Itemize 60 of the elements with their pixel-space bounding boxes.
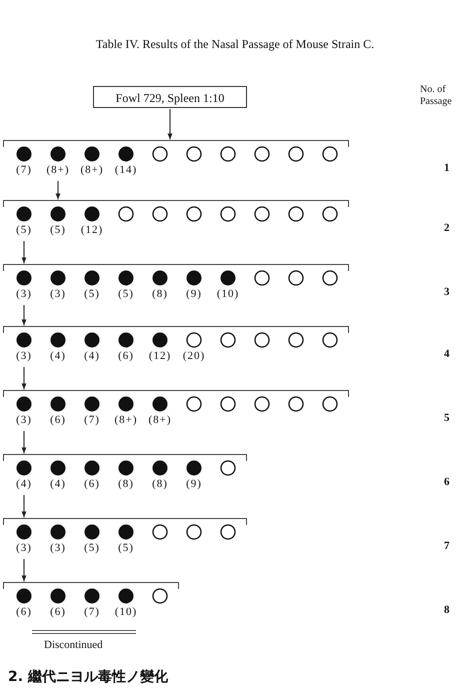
value-label: (6) (83, 477, 101, 491)
value-label: (10) (216, 287, 240, 301)
value-label: (7) (83, 413, 101, 427)
value-label: (8) (117, 477, 135, 491)
passage-number: 5 (444, 412, 450, 424)
value-label: (8+) (113, 413, 139, 427)
value-label: (6) (117, 349, 135, 363)
value-label: (4) (49, 349, 67, 363)
section-heading: 2. 繼代ニヨル毒性ノ變化 (8, 668, 168, 686)
passage-number: 6 (444, 476, 450, 488)
passage-number: 1 (444, 162, 450, 174)
value-label: (5) (83, 541, 101, 555)
value-label: (5) (117, 541, 135, 555)
value-label: (4) (49, 477, 67, 491)
value-label: (12) (80, 223, 104, 237)
arrow (56, 180, 60, 200)
value-label: (9) (185, 477, 203, 491)
value-label: (3) (15, 541, 33, 555)
value-label: (14) (114, 163, 138, 177)
column-header: No. of Passage (420, 84, 453, 108)
passage-number: 8 (444, 604, 450, 616)
value-label: (9) (185, 287, 203, 301)
value-label: (4) (83, 349, 101, 363)
table-title: Table IV. Results of the Nasal Passage of Mouse Strain C. (94, 36, 376, 52)
value-label: (6) (49, 605, 67, 619)
source-box: Fowl 729, Spleen 1:10 (93, 86, 247, 108)
value-label: (5) (49, 223, 67, 237)
value-label: (7) (15, 163, 33, 177)
value-label: (20) (182, 349, 206, 363)
value-label: (3) (15, 413, 33, 427)
value-label: (7) (83, 605, 101, 619)
passage-number: 4 (444, 348, 450, 360)
value-label: (4) (15, 477, 33, 491)
passage-number: 7 (444, 540, 450, 552)
value-label: (3) (49, 541, 67, 555)
value-label: (5) (117, 287, 135, 301)
value-label: (6) (49, 413, 67, 427)
arrow (22, 240, 26, 264)
value-label: (3) (15, 287, 33, 301)
value-label: (12) (148, 349, 172, 363)
value-label: (3) (49, 287, 67, 301)
arrow (22, 430, 26, 454)
value-label: (6) (15, 605, 33, 619)
arrow (22, 304, 26, 326)
value-label: (3) (15, 349, 33, 363)
value-label: (8+) (147, 413, 173, 427)
passage-number: 3 (444, 286, 450, 298)
passage-number: 2 (444, 222, 450, 234)
arrow (168, 108, 172, 140)
value-label: (8+) (45, 163, 71, 177)
value-label: (8) (151, 477, 169, 491)
value-label: (5) (83, 287, 101, 301)
note: Discontinued (44, 639, 103, 651)
value-label: (8) (151, 287, 169, 301)
value-label: (10) (114, 605, 138, 619)
arrow (22, 366, 26, 390)
arrow (22, 558, 26, 582)
value-label: (8+) (79, 163, 105, 177)
arrow (22, 494, 26, 518)
value-label: (5) (15, 223, 33, 237)
